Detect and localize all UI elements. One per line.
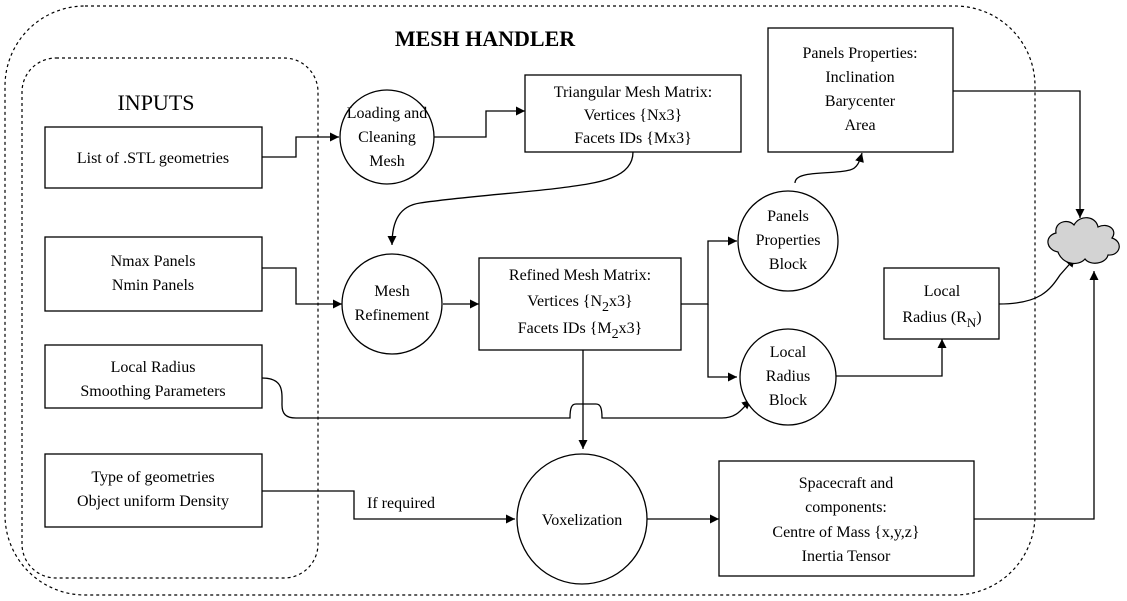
voxelization-node (516, 453, 648, 585)
radius-params-line2: Smoothing Parameters (80, 383, 225, 400)
radius-params-line1: Local Radius (111, 359, 196, 376)
triangular-mesh-box (524, 74, 742, 153)
mesh-handler-container (4, 5, 1036, 596)
panels-input-line1: Nmax Panels (111, 253, 196, 270)
inputs-container (21, 57, 319, 579)
if-required-label: If required (367, 495, 435, 512)
spacecraft-box (718, 460, 975, 577)
arrow-triangular-to-refinement (387, 151, 634, 246)
mesh-refinement-node (341, 253, 443, 355)
local-radius-line2: Radius (RN) (902, 309, 981, 330)
triangular-line1: Triangular Mesh Matrix: (554, 84, 713, 101)
panel-props-line1: Panels Properties: (802, 45, 917, 62)
arrow-spacecraft-to-cloud (974, 271, 1099, 520)
panels-properties-box (767, 27, 954, 153)
loading-line2: Cleaning (358, 129, 416, 146)
refined-mesh-facets: Facets IDs {M2x3} (518, 320, 643, 342)
spacecraft-line4: Inertia Tensor (802, 548, 891, 565)
arrow-radius-block-to-local-radius (835, 339, 947, 377)
local-radius-block-node (739, 328, 837, 426)
panels-properties-block-node (737, 190, 839, 292)
radius-block-line2: Radius (766, 368, 810, 385)
radius-block-line3: Block (769, 392, 807, 409)
panel-props-line3: Barycenter (825, 93, 896, 110)
refinement-line2: Refinement (355, 307, 430, 324)
arrow-refined-mesh-to-panels-block (681, 236, 737, 305)
spacecraft-line1: Spacecraft and (799, 475, 894, 492)
arrow-panels-block-to-properties (794, 152, 864, 184)
loading-cleaning-node (339, 89, 435, 185)
spacecraft-line2: components: (805, 499, 887, 516)
panel-props-line2: Inclination (825, 69, 894, 86)
stl-input-label: List of .STL geometries (77, 150, 229, 167)
inputs-title: INPUTS (117, 90, 194, 115)
arrow-loading-to-triangular (434, 106, 525, 138)
arrow-refined-mesh-to-radius-block (707, 304, 737, 382)
geometry-type-input-box (44, 453, 263, 528)
refined-mesh-title: Refined Mesh Matrix: (509, 267, 651, 284)
arrow-geometry-type-to-voxelization (262, 490, 515, 524)
refined-mesh-vertices: Vertices {N2x3} (527, 293, 632, 315)
cloud-icon (1047, 217, 1120, 265)
loading-line3: Mesh (369, 153, 405, 170)
refinement-line1: Mesh (374, 283, 410, 300)
geometry-type-line2: Object uniform Density (77, 493, 229, 510)
triangular-line2: Vertices {Nx3} (584, 107, 682, 124)
panels-block-line3: Block (769, 256, 807, 273)
refined-mesh-box (478, 257, 682, 351)
panel-props-line4: Area (844, 117, 875, 134)
panels-block-line2: Properties (756, 232, 821, 249)
mesh-handler-title: MESH HANDLER (395, 26, 576, 51)
arrow-stl-to-loading (262, 132, 339, 158)
local-radius-box (883, 267, 1000, 340)
spacecraft-line3: Centre of Mass {x,y,z} (772, 524, 919, 541)
panels-input-line2: Nmin Panels (112, 277, 194, 294)
panels-block-line1: Panels (767, 208, 809, 225)
arrow-radius-params-to-radius-block (261, 377, 752, 419)
loading-line1: Loading and (347, 105, 427, 122)
triangular-line3: Facets IDs {Mx3} (574, 130, 692, 147)
voxelization-label: Voxelization (542, 512, 623, 529)
arrow-local-radius-to-cloud (998, 257, 1076, 305)
arrow-panels-to-refinement (262, 267, 342, 309)
radius-block-line1: Local (770, 344, 807, 361)
geometry-type-line1: Type of geometries (91, 469, 214, 486)
arrow-properties-to-cloud (953, 90, 1085, 218)
local-radius-line1: Local (924, 283, 961, 300)
radius-params-input-box (44, 344, 263, 409)
panels-input-box (44, 236, 263, 312)
